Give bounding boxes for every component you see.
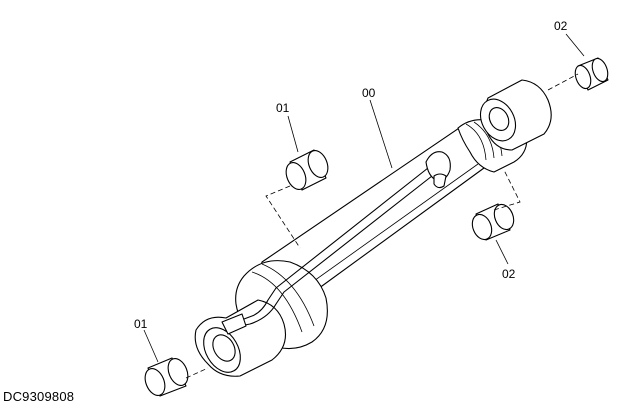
bushing-01-upper [285,149,329,191]
callout-02-top: 02 [554,19,568,33]
callout-02-lower: 02 [502,267,516,281]
bushing-02-lower [471,203,515,241]
callout-01-upper: 01 [276,101,290,115]
cylinder-tube-assembly [194,79,552,377]
leader-lines [143,33,585,363]
drawing-code: DC9309808 [3,389,75,404]
assembly-lines [185,73,579,379]
bushing-02-top [574,57,609,91]
bushing-01-lower [144,357,189,397]
callout-01-lower: 01 [134,317,148,331]
callout-00: 00 [362,86,376,100]
